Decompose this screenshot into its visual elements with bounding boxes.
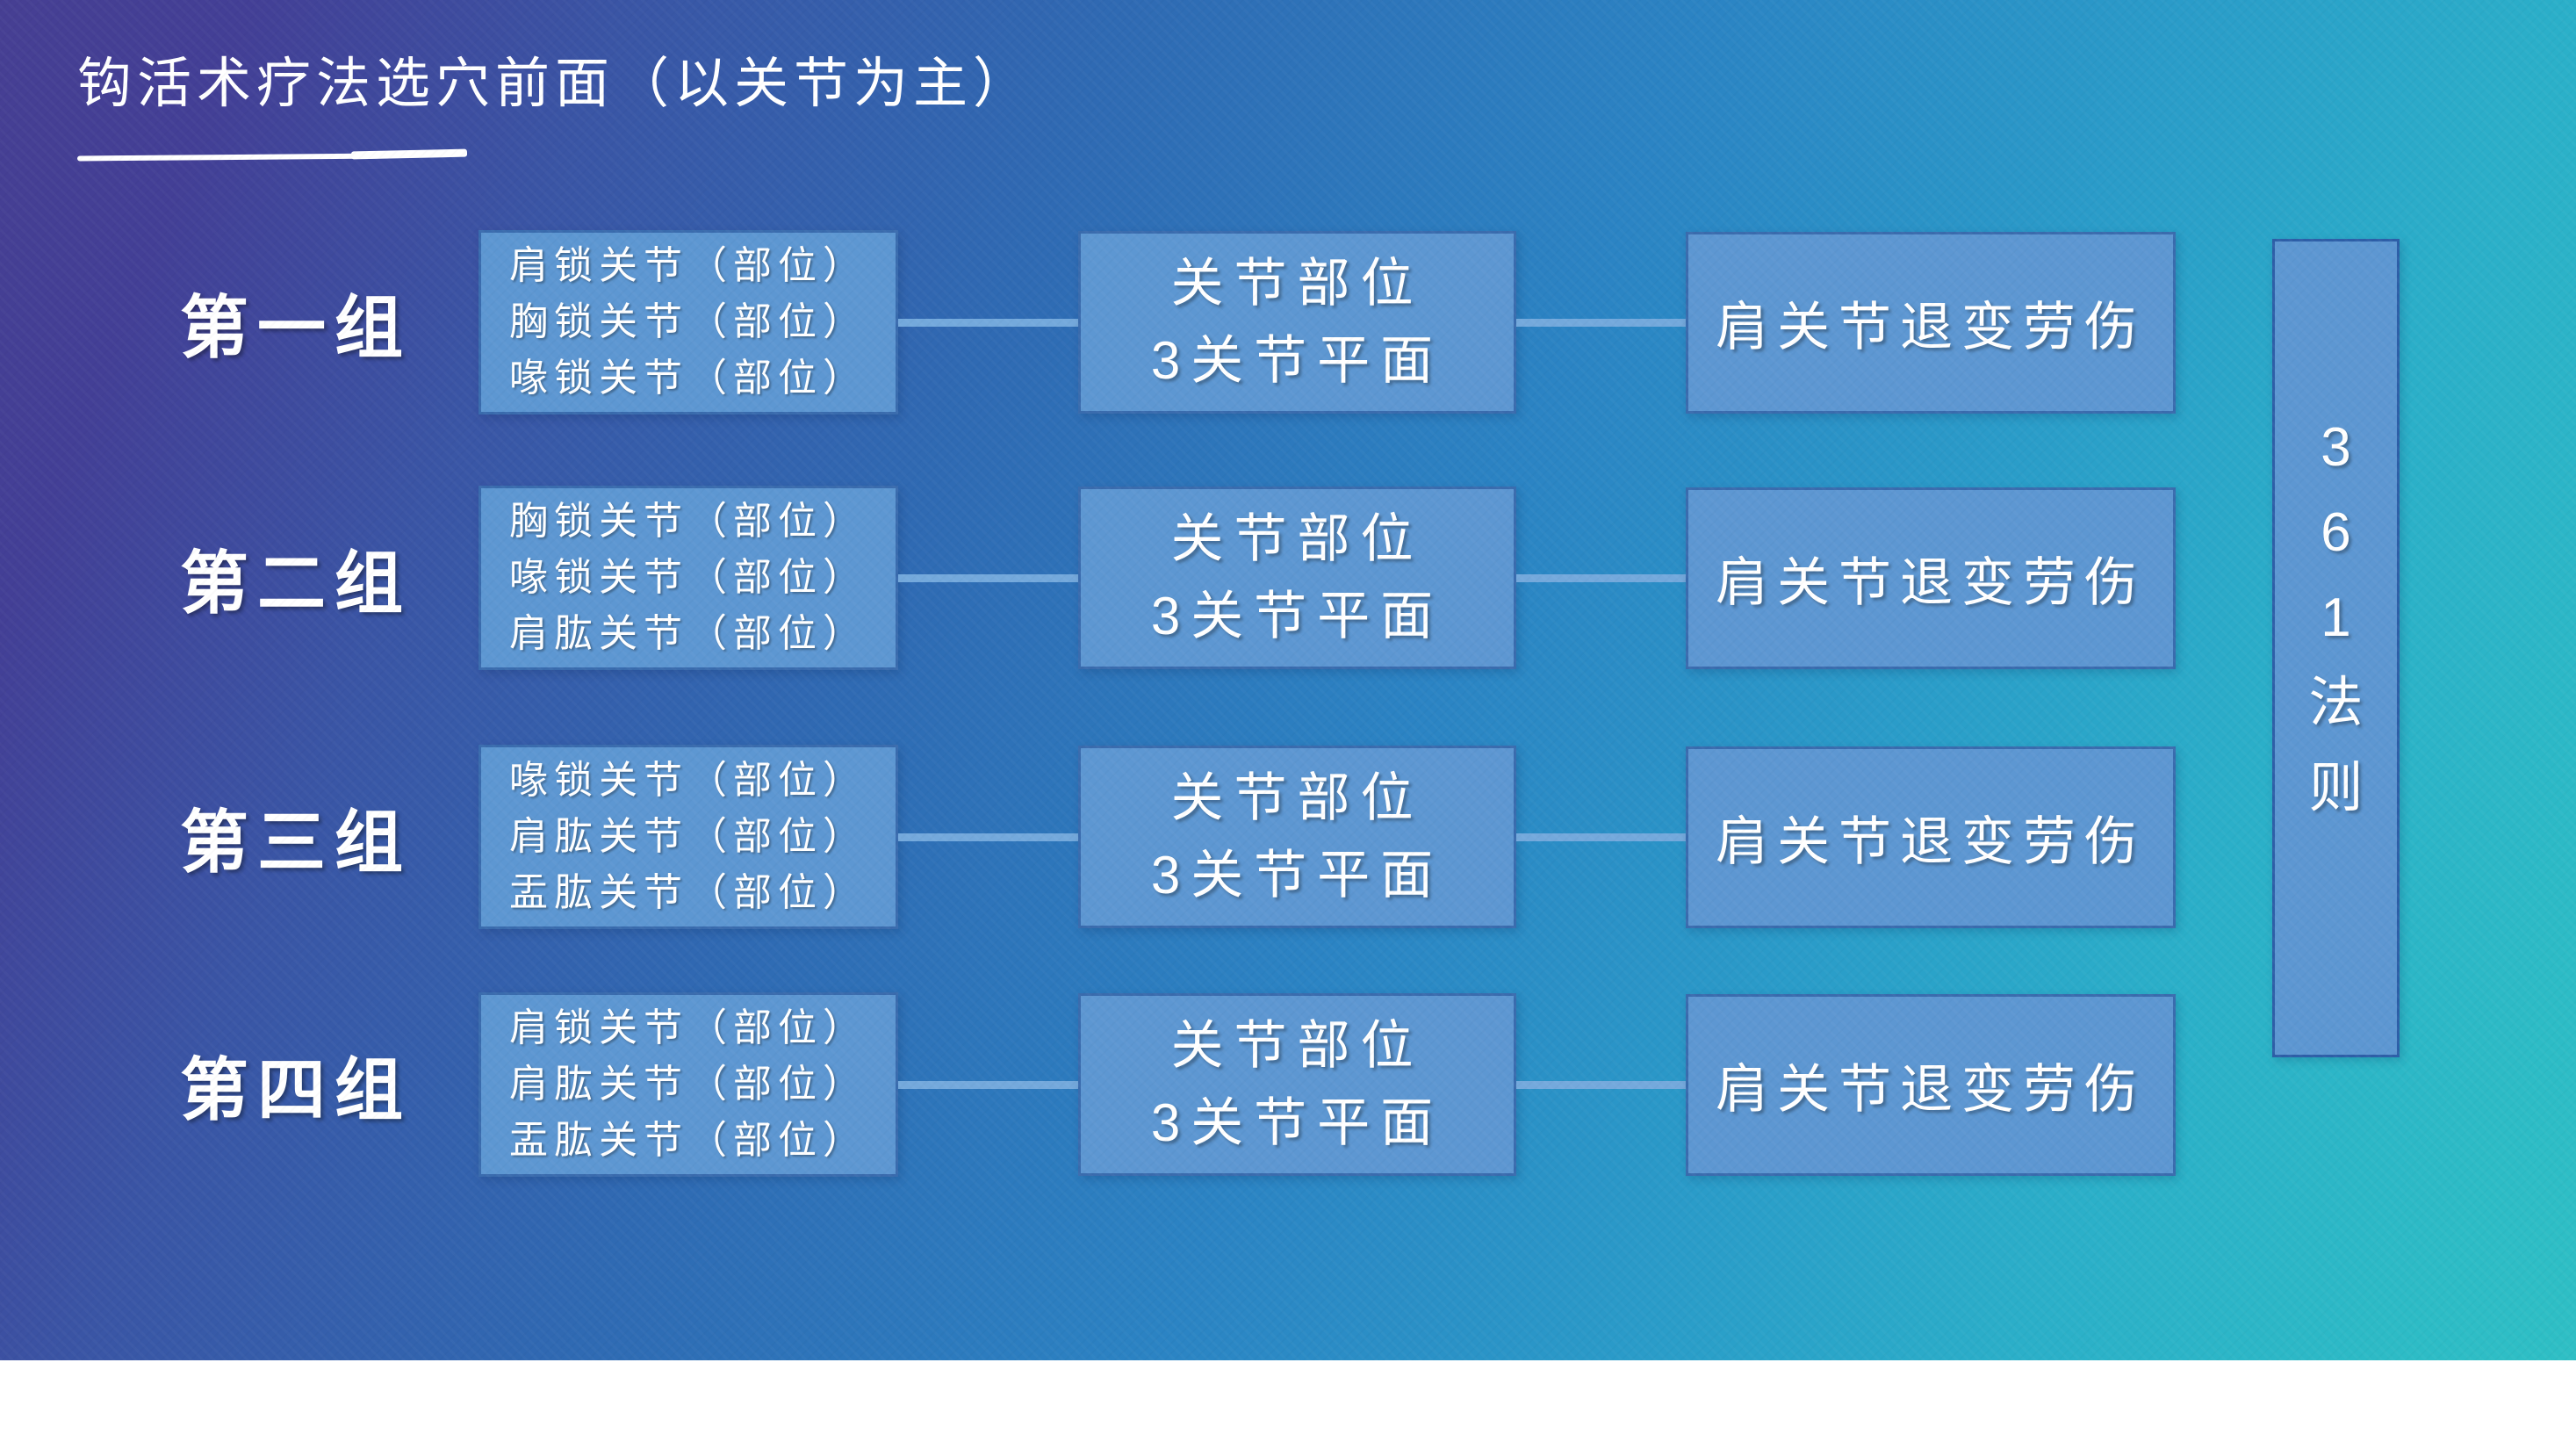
group-label: 第二组 [180,544,413,622]
joint-plane-box: 关节部位 3关节平面 [1078,746,1516,928]
joint-item: 肩锁关节（部位） [509,244,867,287]
joint-plane-line: 关节部位 [1170,768,1424,827]
joint-item: 胸锁关节（部位） [509,500,867,543]
diagnosis-label: 肩关节退变劳伤 [1716,1060,2146,1119]
rule-char: 6 [2321,501,2351,563]
joint-plane-line: 关节部位 [1170,254,1424,313]
diagnosis-label: 肩关节退变劳伤 [1716,812,2146,871]
joint-item: 肩肱关节（部位） [509,1063,867,1106]
joint-item: 盂肱关节（部位） [509,871,867,914]
joint-item: 喙锁关节（部位） [509,357,867,400]
joint-plane-box: 关节部位 3关节平面 [1078,487,1516,669]
diagnosis-box: 肩关节退变劳伤 [1686,746,2176,928]
title-underline [350,148,468,160]
rule-char: 法 [2308,672,2364,733]
joint-plane-line: 关节部位 [1170,1016,1424,1075]
bottom-white-margin [0,1360,2576,1449]
slide-title: 钩活术疗法选穴前面（以关节为主） [77,54,1033,114]
title-underline [76,153,385,162]
slide-background: 钩活术疗法选穴前面（以关节为主） 第一组 肩锁关节（部位） 胸锁关节（部位） 喙… [0,0,2576,1360]
connector-line [898,574,1078,582]
rule-char: 则 [2308,757,2364,818]
joint-plane-box: 关节部位 3关节平面 [1078,993,1516,1176]
joint-plane-line: 3关节平面 [1150,331,1444,390]
diagnosis-label: 肩关节退变劳伤 [1716,298,2146,357]
rule-361-box: 3 6 1 法 则 [2272,239,2400,1057]
connector-line [898,1081,1078,1089]
flow-row-4: 第四组 肩锁关节（部位） 肩肱关节（部位） 盂肱关节（部位） 关节部位 3关节平… [0,992,2576,1177]
rule-char: 3 [2321,416,2351,478]
connector-line [1516,833,1686,841]
joint-item: 盂肱关节（部位） [509,1119,867,1162]
connector-line [898,833,1078,841]
connector-line [898,319,1078,327]
joint-plane-line: 3关节平面 [1150,846,1444,905]
diagnosis-box: 肩关节退变劳伤 [1686,994,2176,1176]
group-label: 第四组 [180,1051,413,1128]
diagnosis-label: 肩关节退变劳伤 [1716,553,2146,612]
flow-row-3: 第三组 喙锁关节（部位） 肩肱关节（部位） 盂肱关节（部位） 关节部位 3关节平… [0,745,2576,929]
joint-item: 胸锁关节（部位） [509,300,867,343]
connector-line [1516,319,1686,327]
joint-plane-line: 3关节平面 [1150,587,1444,645]
joint-item: 喙锁关节（部位） [509,556,867,599]
joint-plane-box: 关节部位 3关节平面 [1078,231,1516,414]
connector-line [1516,1081,1686,1089]
diagnosis-box: 肩关节退变劳伤 [1686,487,2176,669]
joint-plane-line: 3关节平面 [1150,1093,1444,1152]
joint-item: 肩肱关节（部位） [509,815,867,858]
diagnosis-box: 肩关节退变劳伤 [1686,232,2176,414]
flow-row-2: 第二组 胸锁关节（部位） 喙锁关节（部位） 肩肱关节（部位） 关节部位 3关节平… [0,486,2576,670]
joint-item: 肩肱关节（部位） [509,612,867,655]
joint-list-box: 肩锁关节（部位） 胸锁关节（部位） 喙锁关节（部位） [479,230,898,415]
flow-row-1: 第一组 肩锁关节（部位） 胸锁关节（部位） 喙锁关节（部位） 关节部位 3关节平… [0,230,2576,415]
joint-list-box: 肩锁关节（部位） 肩肱关节（部位） 盂肱关节（部位） [479,992,898,1177]
connector-line [1516,574,1686,582]
group-label: 第三组 [180,804,413,881]
joint-item: 喙锁关节（部位） [509,759,867,802]
group-label: 第一组 [180,289,413,366]
joint-item: 肩锁关节（部位） [509,1006,867,1049]
rule-char: 1 [2321,587,2351,648]
joint-list-box: 喙锁关节（部位） 肩肱关节（部位） 盂肱关节（部位） [479,745,898,929]
joint-plane-line: 关节部位 [1170,509,1424,568]
joint-list-box: 胸锁关节（部位） 喙锁关节（部位） 肩肱关节（部位） [479,486,898,670]
